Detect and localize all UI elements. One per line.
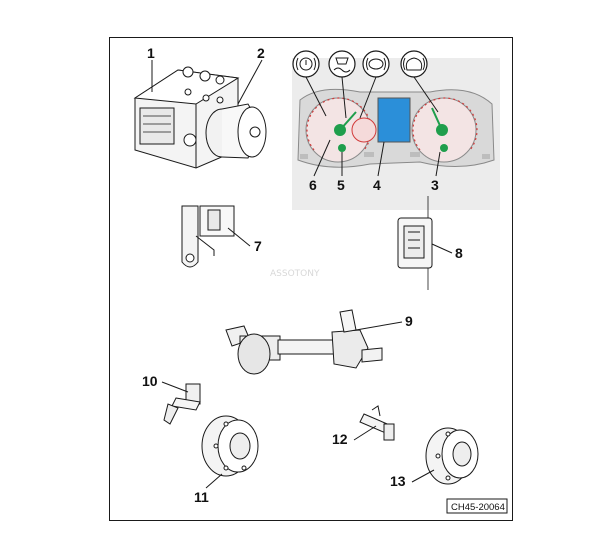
callout-4: 4: [373, 177, 381, 193]
callout-12: 12: [332, 431, 348, 447]
wheel-hub-rear: [425, 427, 479, 485]
watermark-text: ASSOTONY: [270, 269, 320, 279]
callout-7: 7: [254, 238, 262, 254]
wheel-hub-front: [201, 415, 259, 477]
callout-line-4: [377, 141, 385, 177]
warning-lamp-tpms-icon: [400, 50, 428, 78]
callout-line-9: [355, 321, 403, 331]
callout-8: 8: [455, 245, 463, 261]
figure-code-label: CH45-20064: [451, 502, 505, 513]
callout-line-tpms: [413, 76, 439, 113]
callout-13: 13: [390, 473, 406, 489]
steering-rack: [225, 309, 383, 375]
wheel-speed-sensor-front: [163, 383, 201, 425]
callout-line-12: [353, 425, 377, 441]
callout-line-2: [237, 59, 263, 105]
callout-6: 6: [309, 177, 317, 193]
callout-line-esp: [341, 76, 347, 119]
callout-line-6a: [305, 76, 327, 117]
figure-code-box: [446, 498, 508, 514]
callout-line-10: [161, 381, 189, 393]
callout-line-13: [411, 469, 435, 483]
callout-1: 1: [147, 45, 155, 61]
diagnostic-connector: [397, 196, 433, 290]
callout-11: 11: [194, 489, 209, 505]
callout-line-3: [435, 151, 441, 177]
wheel-speed-sensor-rear: [359, 405, 395, 441]
callout-3: 3: [431, 177, 439, 193]
callout-line-6: [313, 139, 331, 177]
callout-line-7: [227, 227, 251, 247]
abs-control-unit: [133, 66, 267, 169]
instrument-cluster: [292, 50, 500, 210]
callout-5: 5: [337, 177, 345, 193]
callout-10: 10: [142, 373, 158, 389]
callout-line-11: [205, 473, 223, 489]
callout-line-abs: [359, 76, 377, 119]
center-display: [377, 97, 411, 143]
callout-2: 2: [257, 45, 265, 61]
callout-line-8: [431, 243, 453, 254]
sensor-bracket: [181, 205, 235, 268]
callout-9: 9: [405, 313, 413, 329]
